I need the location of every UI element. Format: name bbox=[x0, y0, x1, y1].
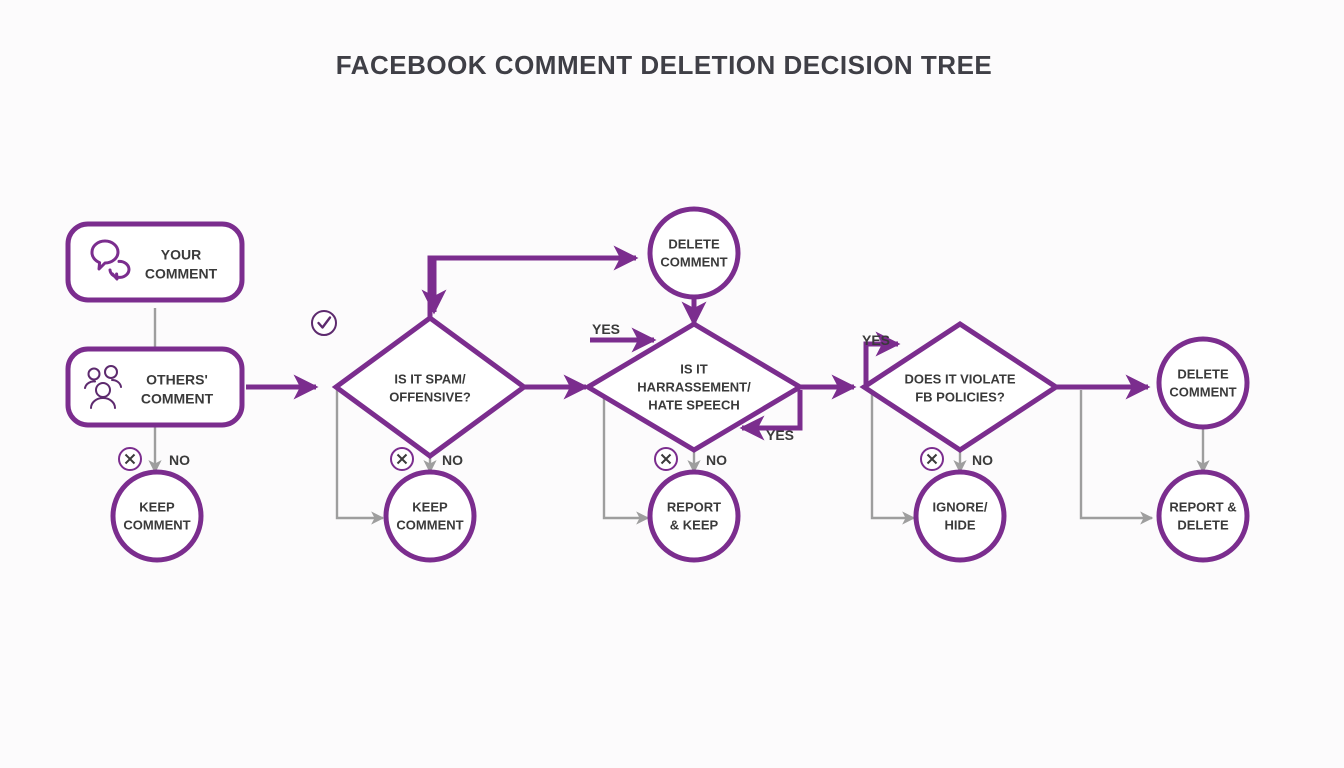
node-keep-comment-2[interactable]: KEEP COMMENT bbox=[383, 469, 477, 563]
node-delete-comment-top[interactable]: DELETE COMMENT bbox=[647, 206, 741, 300]
edge-harassment-left-to-report-keep bbox=[602, 387, 650, 525]
people-group-icon bbox=[84, 365, 122, 409]
node-report-keep[interactable]: REPORT & KEEP bbox=[647, 469, 741, 563]
ignore-hide-label-1: IGNORE/ bbox=[933, 499, 988, 514]
report-keep-circle[interactable] bbox=[647, 469, 741, 563]
others-comment-label-1: OTHERS' bbox=[146, 372, 208, 388]
edge-label-no-4: NO bbox=[972, 452, 993, 468]
edge-label-yes-3: YES bbox=[862, 332, 890, 348]
report-delete-label-2: DELETE bbox=[1177, 517, 1229, 532]
edge-policies-yes-elbow bbox=[863, 331, 901, 384]
edge-harassment-yes-loop bbox=[739, 390, 803, 441]
delete-comment-top-label-2: COMMENT bbox=[660, 254, 727, 269]
decision-harassment-label-1: IS IT bbox=[680, 361, 708, 376]
delete-comment-right-label-2: COMMENT bbox=[1169, 384, 1236, 399]
report-delete-label-1: REPORT & bbox=[1169, 499, 1236, 514]
your-comment-label-1: YOUR bbox=[161, 247, 201, 263]
edge-label-no-2: NO bbox=[442, 452, 463, 468]
node-decision-policies[interactable]: DOES IT VIOLATE FB POLICIES? bbox=[859, 321, 1061, 453]
delete-comment-right-circle[interactable] bbox=[1156, 336, 1250, 430]
decision-policies-label-1: DOES IT VIOLATE bbox=[905, 371, 1016, 386]
x-circle-icon-3 bbox=[654, 447, 678, 471]
keep-comment-1-label-2: COMMENT bbox=[123, 517, 190, 532]
node-decision-spam[interactable]: IS IT SPAM/ OFFENSIVE? bbox=[331, 314, 529, 460]
keep-comment-2-label-2: COMMENT bbox=[396, 517, 463, 532]
keep-comment-2-label-1: KEEP bbox=[412, 499, 448, 514]
node-others-comment[interactable]: OTHERS' COMMENT bbox=[65, 346, 245, 428]
edge-policies-left-to-ignore bbox=[870, 390, 916, 525]
ignore-hide-circle[interactable] bbox=[913, 469, 1007, 563]
keep-comment-1-circle[interactable] bbox=[110, 469, 204, 563]
node-delete-comment-right[interactable]: DELETE COMMENT bbox=[1156, 336, 1250, 430]
page-title: FACEBOOK COMMENT DELETION DECISION TREE bbox=[336, 50, 993, 80]
speech-bubbles-icon bbox=[90, 239, 131, 281]
edge-branch-to-report-delete bbox=[1079, 390, 1154, 525]
x-circle-icon-2 bbox=[390, 447, 414, 471]
edge-label-yes-1: YES bbox=[592, 321, 620, 337]
delete-comment-top-label-1: DELETE bbox=[668, 236, 720, 251]
keep-comment-2-circle[interactable] bbox=[383, 469, 477, 563]
decision-harassment-diamond[interactable] bbox=[583, 321, 805, 453]
report-delete-circle[interactable] bbox=[1156, 469, 1250, 563]
others-comment-label-2: COMMENT bbox=[141, 391, 214, 407]
node-ignore-hide[interactable]: IGNORE/ HIDE bbox=[913, 469, 1007, 563]
edge-spam-yes-to-delete-top bbox=[427, 245, 639, 318]
keep-comment-1-label-1: KEEP bbox=[139, 499, 175, 514]
edge-label-yes-2: YES bbox=[766, 427, 794, 443]
your-comment-box[interactable] bbox=[65, 221, 245, 303]
decision-harassment-label-2: HARRASSEMENT/ bbox=[637, 379, 751, 394]
decision-harassment-label-3: HATE SPEECH bbox=[648, 397, 740, 412]
decision-policies-diamond[interactable] bbox=[859, 321, 1061, 453]
check-circle-icon bbox=[311, 310, 337, 336]
your-comment-label-2: COMMENT bbox=[145, 266, 218, 282]
node-your-comment[interactable]: YOUR COMMENT bbox=[65, 221, 245, 303]
decision-spam-label-1: IS IT SPAM/ bbox=[394, 371, 466, 386]
edge-label-no-1: NO bbox=[169, 452, 190, 468]
decision-spam-label-2: OFFENSIVE? bbox=[389, 389, 471, 404]
edge-label-no-3: NO bbox=[706, 452, 727, 468]
x-circle-icon-4 bbox=[920, 447, 944, 471]
edge-spam-left-to-keep2 bbox=[335, 387, 385, 525]
x-circle-icon-1 bbox=[118, 447, 142, 471]
report-keep-label-1: REPORT bbox=[667, 499, 721, 514]
decision-policies-label-2: FB POLICIES? bbox=[915, 389, 1005, 404]
decision-spam-diamond[interactable] bbox=[331, 314, 529, 460]
report-keep-label-2: & KEEP bbox=[670, 517, 719, 532]
others-comment-box[interactable] bbox=[65, 346, 245, 428]
node-decision-harassment[interactable]: IS IT HARRASSEMENT/ HATE SPEECH bbox=[583, 321, 805, 453]
ignore-hide-label-2: HIDE bbox=[944, 517, 975, 532]
delete-comment-top-circle[interactable] bbox=[647, 206, 741, 300]
node-keep-comment-1[interactable]: KEEP COMMENT bbox=[110, 469, 204, 563]
delete-comment-right-label-1: DELETE bbox=[1177, 366, 1229, 381]
node-report-delete[interactable]: REPORT & DELETE bbox=[1156, 469, 1250, 563]
